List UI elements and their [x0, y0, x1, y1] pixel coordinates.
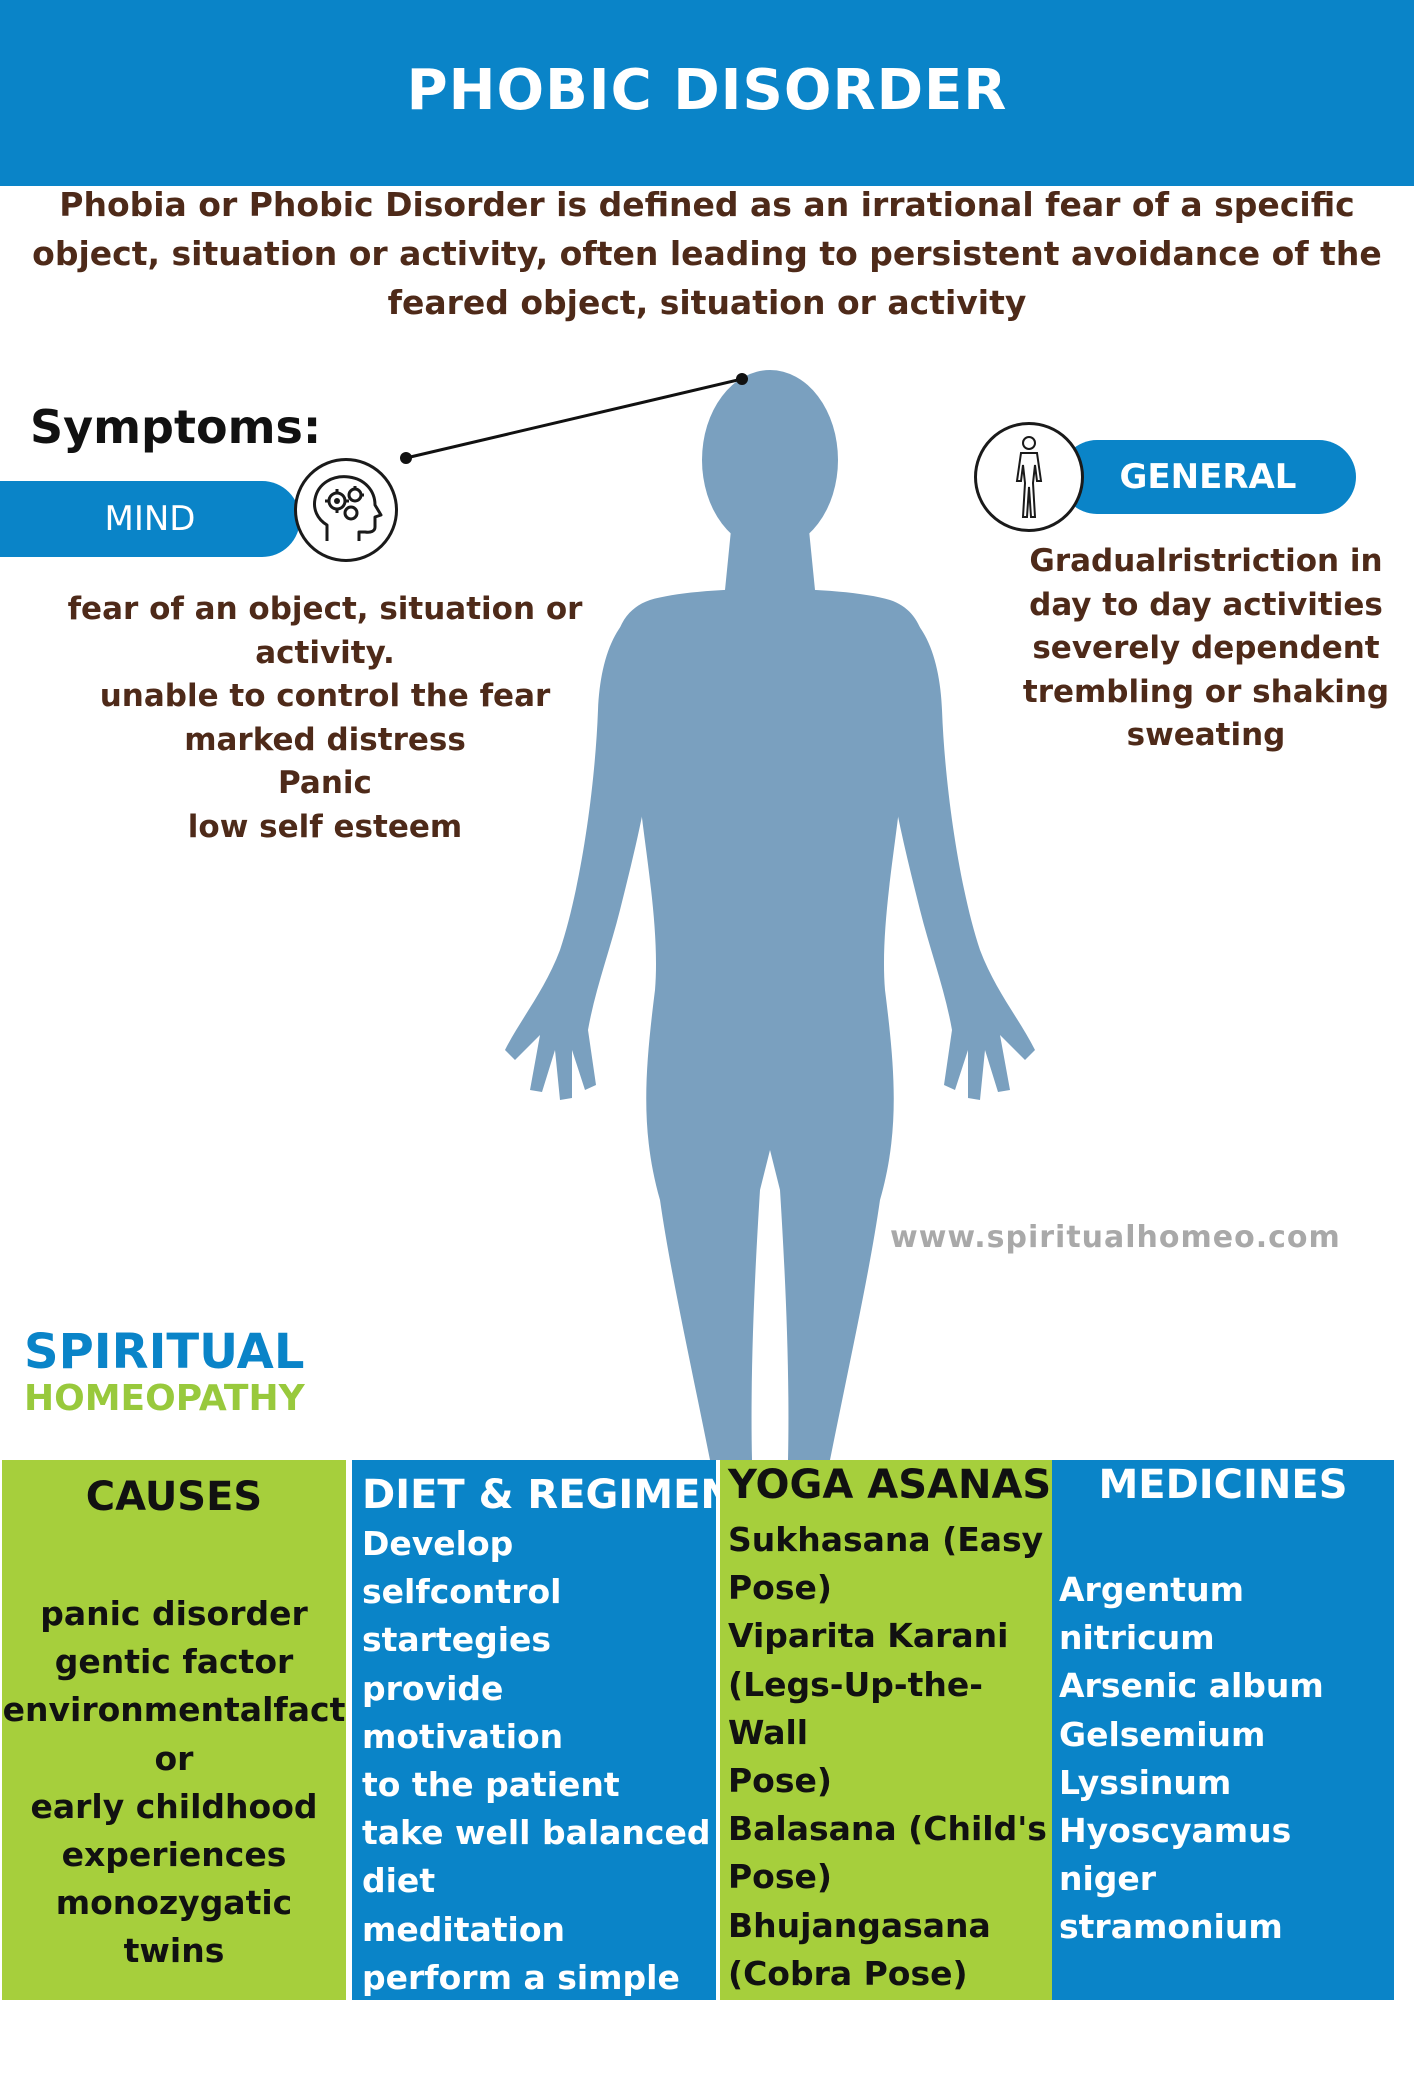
list-item: monozygatic twins — [55, 1883, 293, 1971]
definition-text: Phobia or Phobic Disorder is defined as … — [30, 180, 1384, 327]
list-item: Balasana (Child's — [728, 1809, 1047, 1849]
causes-title: CAUSES — [85, 1474, 263, 1520]
definition-line: feared object, situation or activity — [387, 283, 1027, 322]
head-gears-icon — [294, 458, 398, 562]
list-item: Hyoscyamus niger — [1059, 1811, 1292, 1899]
list-item: Gradualristriction in — [1029, 543, 1383, 579]
list-item: Lyssinum — [1059, 1762, 1232, 1802]
list-item: nitricum — [1059, 1618, 1215, 1658]
list-item: exercie — [362, 2054, 498, 2094]
general-label: GENERAL — [1060, 440, 1356, 514]
yoga-asanas-list: Sukhasana (Easy Pose) Viparita Karani (L… — [728, 1516, 1050, 1998]
list-item: (Legs-Up-the-Wall — [728, 1664, 983, 1752]
list-item: Sukhasana (Easy — [728, 1520, 1044, 1559]
causes-list: panic disorder gentic factor environment… — [2, 1590, 346, 1976]
list-item: low self esteem — [187, 808, 463, 845]
list-item: provide motivation — [362, 1668, 564, 1756]
list-item: Viparita Karani — [728, 1616, 1009, 1656]
list-item: deep breathing — [362, 2006, 648, 2046]
list-item: diet — [362, 1861, 436, 1901]
list-item: day to day activities — [1029, 586, 1383, 623]
causes-panel: CAUSES panic disorder gentic factor envi… — [2, 1460, 346, 2000]
diet-regimen-panel: DIET & REGIMEN Develop selfcontrol start… — [352, 1460, 734, 2093]
yoga-asanas-title: YOGA ASANAS — [728, 1462, 1052, 1508]
mind-label: MIND — [0, 481, 300, 557]
list-item: Pose) — [728, 1857, 832, 1897]
list-item: meditation — [362, 1909, 565, 1949]
list-item: early childhood — [30, 1786, 318, 1826]
list-item: experiences — [61, 1835, 287, 1875]
yoga-asanas-panel: YOGA ASANAS Sukhasana (Easy Pose) Vipari… — [720, 1460, 1052, 2000]
human-body-icon — [974, 422, 1084, 532]
list-item: fear of an object, situation or activity… — [67, 591, 583, 671]
diet-regimen-list: Develop selfcontrol startegies provide m… — [362, 1520, 712, 2098]
list-item: Bhujangasana — [728, 1905, 991, 1945]
diet-regimen-title: DIET & REGIMEN — [362, 1472, 734, 1518]
list-item: Develop selfcontrol — [362, 1524, 562, 1612]
list-item: gentic factor — [54, 1642, 294, 1682]
list-item: (Cobra Pose) — [728, 1953, 968, 1993]
list-item: Argentum — [1059, 1570, 1244, 1609]
list-item: Panic — [278, 765, 372, 801]
list-item: startegies — [362, 1620, 552, 1660]
list-item: Arsenic album — [1059, 1666, 1324, 1706]
list-item: trembling or shaking — [1022, 673, 1390, 710]
page-title: PHOBIC DISORDER — [406, 58, 1008, 123]
list-item: Gelsemium — [1059, 1714, 1266, 1754]
list-item: marked distress — [184, 721, 466, 758]
list-item: stramonium — [1059, 1907, 1283, 1947]
medicines-list: Argentum nitricum Arsenic album Gelsemiu… — [1059, 1566, 1391, 1952]
list-item: Pose) — [728, 1568, 832, 1608]
website-url: www.spiritualhomeo.com — [890, 1220, 1341, 1255]
medicines-title: MEDICINES — [1098, 1462, 1348, 1508]
brand-name-line2: HOMEOPATHY — [24, 1378, 305, 1419]
human-body-silhouette — [505, 370, 1035, 1460]
list-item: perform a simple — [362, 1957, 680, 1997]
list-item: sweating — [1126, 717, 1286, 753]
brand-name-line1: SPIRITUAL — [24, 1324, 305, 1380]
mind-symptoms-list: fear of an object, situation or activity… — [0, 588, 650, 849]
list-item: severely dependent — [1032, 630, 1380, 666]
list-item: or — [154, 1738, 194, 1778]
list-item: to the patient — [362, 1765, 620, 1805]
list-item: Pose) — [728, 1761, 832, 1801]
header-banner: PHOBIC DISORDER — [0, 0, 1414, 186]
list-item: take well balanced — [362, 1813, 711, 1853]
medicines-panel: MEDICINES Argentum nitricum Arsenic albu… — [1052, 1460, 1394, 2000]
symptoms-heading: Symptoms: — [30, 400, 322, 454]
list-item: unable to control the fear — [99, 678, 551, 714]
definition-line: Phobia or Phobic Disorder is defined as … — [59, 185, 1355, 224]
general-symptoms-list: Gradualristriction in day to day activit… — [1020, 540, 1392, 758]
definition-line: object, situation or activity, often lea… — [32, 234, 1382, 273]
list-item: panic disorder — [40, 1594, 308, 1633]
list-item: environmentalfact — [2, 1690, 346, 1730]
